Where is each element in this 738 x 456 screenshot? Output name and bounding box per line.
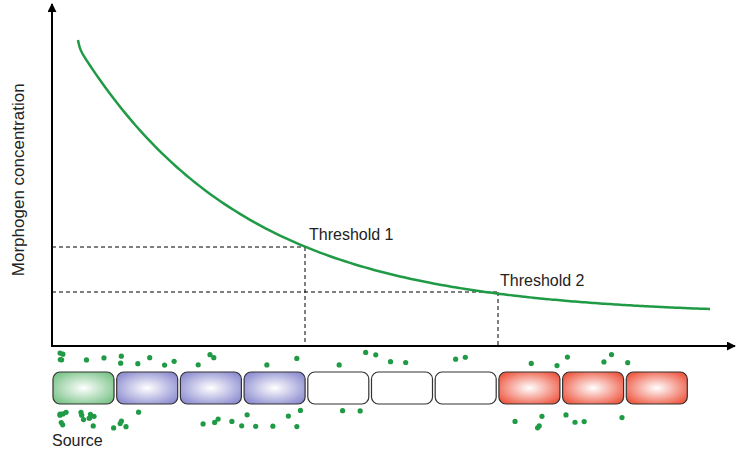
morphogen-dot xyxy=(373,352,378,357)
axis-title: Morphogen concentration xyxy=(8,84,28,277)
morphogen-dot xyxy=(529,361,534,366)
morphogen-dot xyxy=(57,412,62,417)
cell xyxy=(435,372,496,404)
morphogen-dot xyxy=(539,414,544,419)
morphogen-dot xyxy=(211,355,216,360)
morphogen-dot xyxy=(216,417,221,422)
x-axis xyxy=(51,345,735,347)
morphogen-dot xyxy=(340,408,345,413)
morphogen-dot xyxy=(229,419,234,424)
y-axis xyxy=(51,4,53,346)
threshold-line xyxy=(305,247,306,346)
morphogen-dot xyxy=(625,360,630,365)
concentration-curve xyxy=(78,40,710,309)
morphogen-dot xyxy=(172,359,177,364)
morphogen-dot xyxy=(119,354,124,359)
morphogen-dot xyxy=(619,415,624,420)
cell xyxy=(244,372,305,404)
morphogen-dot xyxy=(111,425,116,430)
threshold-label: Threshold 1 xyxy=(309,226,394,244)
morphogen-dot xyxy=(136,410,141,415)
cell xyxy=(117,372,178,404)
morphogen-dot xyxy=(135,361,140,366)
morphogen-dot xyxy=(453,357,458,362)
morphogen-dot xyxy=(337,362,342,367)
morphogen-dot xyxy=(196,362,201,367)
morphogen-dot xyxy=(554,363,559,368)
morphogen-dot xyxy=(535,425,540,430)
morphogen-dot xyxy=(572,420,577,425)
morphogen-dot xyxy=(294,424,299,429)
cell xyxy=(499,372,560,404)
cell xyxy=(308,372,369,404)
morphogen-dot xyxy=(609,352,614,357)
cell xyxy=(180,372,241,404)
morphogen-dot xyxy=(239,423,244,428)
threshold-line xyxy=(52,292,498,293)
morphogen-dot xyxy=(200,421,205,426)
morphogen-dot xyxy=(101,355,106,360)
morphogen-dot xyxy=(463,355,468,360)
morphogen-dot xyxy=(388,359,393,364)
morphogen-dot xyxy=(162,363,167,368)
morphogen-dot xyxy=(270,424,275,429)
cell xyxy=(53,372,114,404)
morphogen-dot xyxy=(363,350,368,355)
morphogen-dot xyxy=(253,424,258,429)
morphogen-dot xyxy=(119,418,124,423)
morphogen-dot xyxy=(58,357,63,362)
morphogen-dot xyxy=(512,419,517,424)
threshold-line xyxy=(498,292,499,346)
morphogen-dot xyxy=(563,412,568,417)
axes xyxy=(51,4,735,346)
morphogen-dot xyxy=(403,360,408,365)
morphogen-dot xyxy=(294,356,299,361)
morphogen-dot xyxy=(298,408,303,413)
morphogen-dot xyxy=(79,413,84,418)
morphogen-dot xyxy=(582,419,587,424)
morphogen-dot xyxy=(57,350,62,355)
morphogen-dot xyxy=(87,416,92,421)
morphogen-dot xyxy=(63,410,68,415)
morphogen-dot xyxy=(286,413,291,418)
morphogen-dot xyxy=(147,355,152,360)
morphogen-dot xyxy=(358,408,363,413)
cell xyxy=(626,372,687,404)
morphogen-dot xyxy=(264,362,269,367)
morphogen-dot xyxy=(123,424,128,429)
threshold-guides xyxy=(52,247,498,346)
morphogen-dot xyxy=(565,355,570,360)
morphogen-dot xyxy=(118,361,123,366)
morphogen-dot xyxy=(245,412,250,417)
source-label: Source xyxy=(52,432,103,450)
morphogen-dot xyxy=(84,357,89,362)
morphogen-dot xyxy=(91,423,96,428)
morphogen-dot xyxy=(87,415,92,420)
cell xyxy=(372,372,433,404)
morphogen-dot xyxy=(60,422,65,427)
cell xyxy=(563,372,624,404)
threshold-label: Threshold 2 xyxy=(500,272,585,290)
threshold-line xyxy=(52,247,305,248)
morphogen-dot xyxy=(601,359,606,364)
